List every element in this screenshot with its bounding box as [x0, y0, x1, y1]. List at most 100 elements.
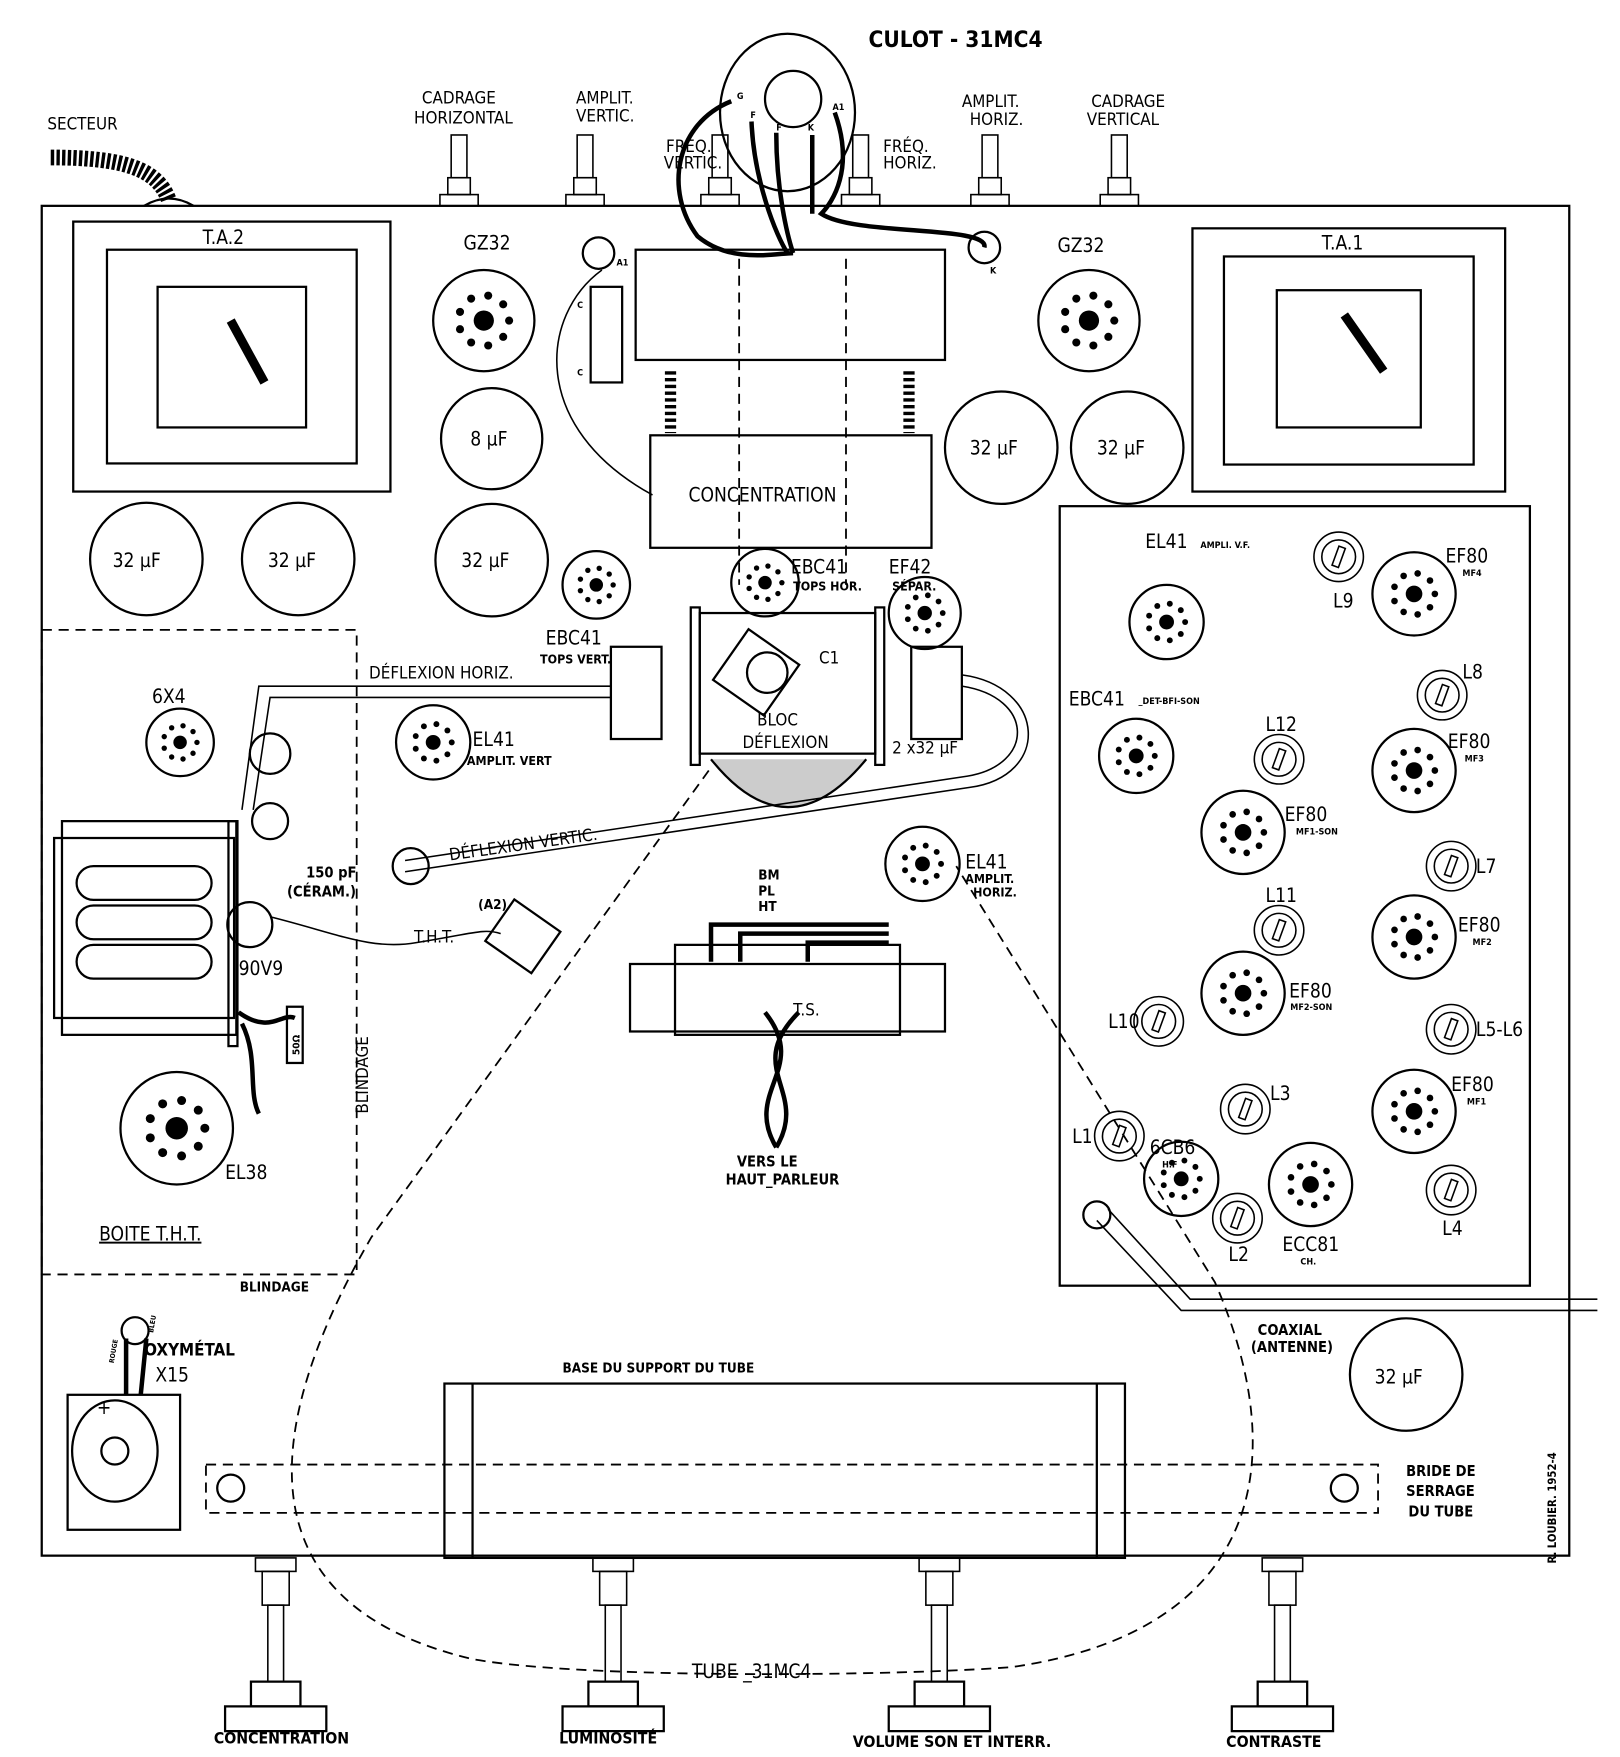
- label-el38: EL38: [225, 1161, 267, 1184]
- potentiometer: [840, 134, 881, 207]
- cable-deflexion-vertic: [404, 674, 1030, 873]
- transformer-ta1: [1191, 227, 1507, 493]
- capacitor: [1069, 390, 1185, 506]
- label-ht: HT: [758, 899, 777, 915]
- tube-socket: [730, 547, 800, 618]
- output-transformer-core: [673, 943, 902, 1036]
- label-el41-vert-sub: AMPLIT. VERT: [467, 754, 552, 768]
- label-bleu: BLEU: [147, 1315, 158, 1334]
- signature: R. LOUBIER. 1952-4: [1546, 1452, 1559, 1563]
- coil: [1211, 1192, 1263, 1244]
- label-luminosite-knob: LUMINOSITÉ: [559, 1729, 657, 1748]
- label-resistor: 50Ω: [291, 1034, 302, 1055]
- label-ebc41-hor-sub: TOPS HOR.: [793, 580, 862, 594]
- label-ef80-mf2son: EF80: [1289, 980, 1332, 1003]
- label-bm: BM: [758, 868, 779, 884]
- capacitor: [88, 501, 204, 617]
- tube-socket: [119, 1070, 235, 1186]
- cap-label: 32 µF: [113, 549, 161, 572]
- coil: [1219, 1083, 1271, 1135]
- label-ef80-mf1: EF80: [1451, 1073, 1494, 1096]
- label-freq-v-2: VERTIC.: [664, 153, 722, 173]
- potentiometer: [1099, 134, 1140, 207]
- tube-support-base: [443, 1382, 1127, 1560]
- rf-board-labels: EL41 AMPLI. V.F. EBC41 _DET-BFI-SON EF80…: [1069, 530, 1501, 1268]
- label-ef80-mf1son: EF80: [1285, 803, 1328, 826]
- label-ceram: (CÉRAM.): [287, 883, 356, 900]
- rf-board: [1058, 505, 1532, 1287]
- label-ecc81-sub: CH.: [1300, 1257, 1316, 1267]
- label-concentration-knob: CONCENTRATION: [214, 1729, 349, 1748]
- cable-tht: [269, 915, 501, 946]
- label-ef80-mf3: EF80: [1448, 730, 1491, 753]
- label-el41-vert: EL41: [473, 728, 515, 751]
- speaker-wires: [763, 1010, 801, 1149]
- label-plus: +: [97, 1396, 111, 1419]
- coil: [1416, 669, 1468, 721]
- output-transformer: [628, 962, 947, 1033]
- coil-label: L2: [1228, 1243, 1249, 1266]
- label-150pf: 150 pF: [306, 864, 356, 881]
- grommet: [391, 847, 430, 886]
- label-el41-horiz-sub2: HORIZ.: [973, 885, 1017, 899]
- clamp-bolt: [1329, 1473, 1359, 1503]
- cap-label: 32 µF: [461, 549, 509, 572]
- oxymetal-rectifier: [66, 1316, 182, 1531]
- tube-socket: [1128, 583, 1205, 661]
- capacitor: [434, 502, 550, 618]
- transformer-ta2: [72, 220, 392, 493]
- label-haut-parleur: HAUT_PARLEUR: [726, 1171, 840, 1188]
- label-freq-h-2: HORIZ.: [883, 153, 937, 173]
- cap-label: 32 µF: [1375, 1366, 1423, 1389]
- label-el41-vf: EL41: [1145, 530, 1187, 553]
- coil-label: L7: [1476, 855, 1497, 878]
- label-cadrage-v-2: VERTICAL: [1087, 109, 1160, 129]
- cap-label: 32 µF: [1097, 436, 1145, 459]
- label-6cb6-sub: H.F: [1162, 1161, 1177, 1171]
- label-el41-vf-sub: AMPLI. V.F.: [1200, 541, 1250, 551]
- coil: [1313, 531, 1365, 583]
- crt-outline: [291, 769, 1254, 1676]
- label-cadrage-h-1: CADRAGE: [422, 87, 496, 107]
- coil: [1425, 1164, 1477, 1216]
- label-bride-2: SERRAGE: [1406, 1483, 1475, 1500]
- coil: [1425, 840, 1477, 892]
- label-deflexion-horiz: DÉFLEXION HORIZ.: [369, 661, 514, 682]
- grommet: [1082, 1200, 1112, 1230]
- coil-label: L1: [1072, 1125, 1093, 1148]
- coil-label: L12: [1266, 713, 1297, 736]
- control-knob: [887, 1557, 992, 1733]
- capacitor: [240, 501, 356, 617]
- label-boite-tht: BOITE T.H.T.: [99, 1223, 201, 1246]
- control-knob: [223, 1557, 328, 1733]
- label-ebc41-det-sub: _DET-BFI-SON: [1138, 697, 1200, 707]
- control-knob: [561, 1557, 665, 1733]
- control-knob: [1230, 1557, 1335, 1733]
- label-ef42: EF42: [889, 556, 932, 579]
- label-ebc41-det: EBC41: [1069, 687, 1125, 710]
- label-tube: TUBE _31MC4: [691, 1660, 811, 1683]
- coil-label: L10: [1108, 1010, 1139, 1033]
- tube-socket: [1037, 268, 1141, 373]
- label-6cb6: 6CB6: [1150, 1136, 1196, 1159]
- label-c1: C1: [819, 648, 839, 668]
- label-blindage-v: BLINDAGE: [352, 1036, 372, 1113]
- cable-grommet: [143, 197, 195, 207]
- label-secteur: SECTEUR: [47, 113, 118, 133]
- grommet: [967, 230, 1002, 265]
- tube-socket: [884, 825, 961, 903]
- label-freq-v-1: FRÉQ.: [666, 135, 712, 156]
- coil-label: L4: [1442, 1217, 1463, 1240]
- tube-socket: [145, 707, 215, 778]
- coil-label: L9: [1333, 589, 1354, 612]
- label-ef80-mf1son-sub: MF1-SON: [1296, 828, 1338, 838]
- label-vers-le: VERS LE: [737, 1153, 798, 1170]
- label-bloc: BLOC: [757, 710, 798, 730]
- tube-socket: [1371, 894, 1457, 980]
- focus-unit: [556, 248, 947, 585]
- tube-sockets: [119, 268, 1457, 1228]
- cap-label: 32 µF: [268, 549, 316, 572]
- label-ef80-mf2: EF80: [1458, 913, 1501, 936]
- potentiometer: [970, 134, 1010, 207]
